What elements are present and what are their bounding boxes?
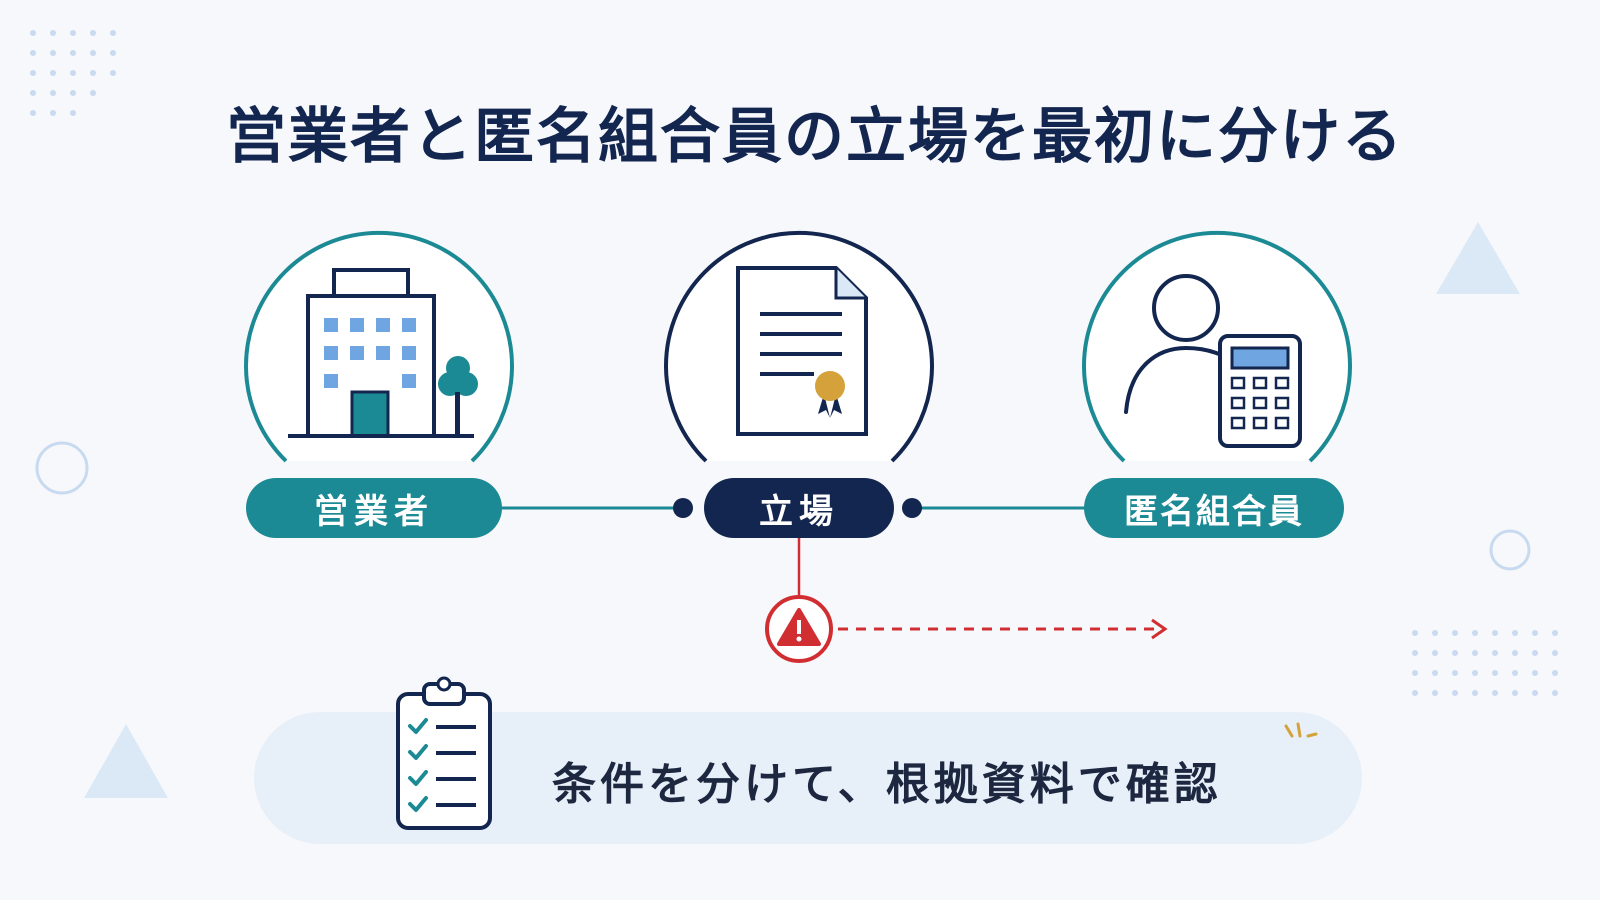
triangle-decoration-right (1436, 222, 1520, 294)
warning-icon (765, 595, 833, 663)
dot-grid-bottom-right (1412, 630, 1558, 696)
dot-grid-top-left (30, 30, 116, 116)
label-silent-partner: 匿名組合員 (1124, 491, 1304, 532)
office-building-icon (244, 230, 514, 463)
summary-text: 条件を分けて、根拠資料で確認 (552, 759, 1222, 810)
ring-decoration-left (35, 441, 89, 495)
label-business-operator: 営業者 (314, 491, 434, 532)
triangle-decoration-left (84, 724, 168, 798)
label-position: 立場 (759, 491, 839, 532)
sparkle-accent-icon (1284, 722, 1318, 738)
checklist-clipboard-icon (396, 676, 492, 830)
page-title: 営業者と匿名組合員の立場を最初に分ける (226, 102, 1404, 172)
label-pill-business-operator: 営業者 (246, 478, 502, 538)
certificate-document-icon (664, 230, 934, 463)
label-pill-silent-partner: 匿名組合員 (1084, 478, 1344, 538)
person-calculator-icon (1082, 230, 1352, 463)
label-pill-position: 立場 (704, 478, 894, 538)
ring-decoration-right (1489, 529, 1531, 571)
